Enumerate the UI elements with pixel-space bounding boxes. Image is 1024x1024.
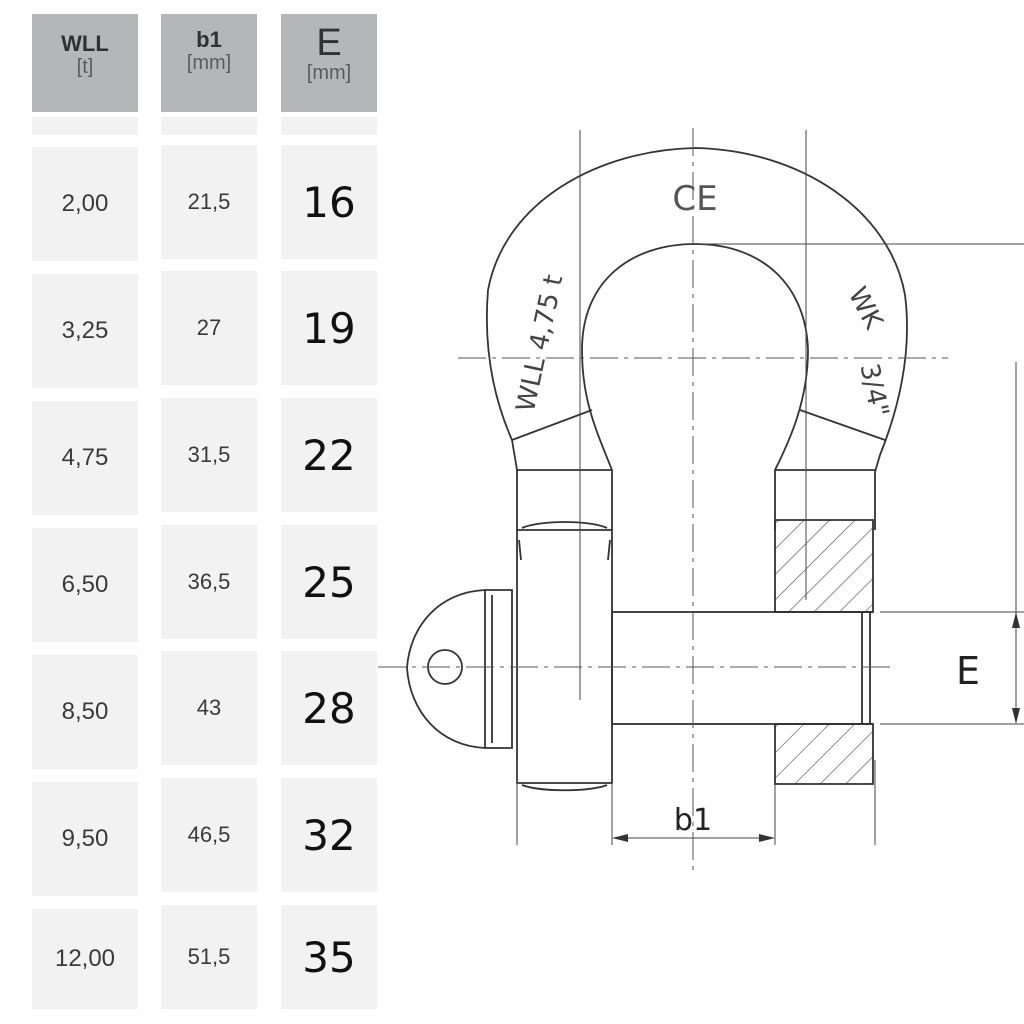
- table-cell-b1: 36,5: [161, 525, 257, 639]
- header-b1-unit: [mm]: [186, 52, 232, 74]
- table-cell-wll: 8,50: [32, 655, 138, 769]
- header-e-label: E: [316, 22, 342, 64]
- table-cell-b1: 21,5: [161, 145, 257, 259]
- table-cell-wll: 2,00: [32, 147, 138, 261]
- ce-mark: CE: [672, 179, 717, 219]
- shackle-pin-head: [406, 589, 513, 749]
- header-spacer: [161, 117, 257, 135]
- wk-marking: WK: [842, 282, 889, 335]
- dimension-label-b1: b1: [674, 803, 712, 838]
- table-cell-wll: 12,00: [32, 909, 138, 1009]
- table-cell-wll: 3,25: [32, 274, 138, 388]
- table-cell-b1: 46,5: [161, 778, 257, 892]
- dimension-arrows: [612, 612, 1020, 842]
- wll-marking: WLL 4,75 t: [511, 272, 569, 414]
- dimension-label-e: E: [956, 649, 980, 693]
- table-cell-wll: 9,50: [32, 782, 138, 896]
- table-cell-e: 32: [281, 778, 377, 892]
- table-cell-b1: 31,5: [161, 398, 257, 512]
- table-cell-e: 19: [281, 271, 377, 385]
- center-lines: [378, 128, 948, 870]
- table-cell-e: 22: [281, 398, 377, 512]
- table-cell-b1: 27: [161, 271, 257, 385]
- shackle-bow: [485, 147, 908, 530]
- header-wll-unit: [t]: [76, 56, 94, 78]
- table-cell-wll: 4,75: [32, 401, 138, 515]
- header-e-unit: [mm]: [306, 62, 352, 84]
- shackle-eye-left: [516, 521, 613, 792]
- table-cell-b1: 51,5: [161, 905, 257, 1009]
- table-cell-e: 35: [281, 905, 377, 1009]
- header-spacer: [32, 117, 138, 135]
- header-wll: WLL [t]: [32, 14, 138, 112]
- shackle-pin: [611, 611, 871, 725]
- header-wll-label: WLL: [61, 31, 109, 56]
- header-e: E [mm]: [281, 14, 377, 112]
- size-marking: 3/4": [854, 361, 895, 420]
- table-cell-wll: 6,50: [32, 528, 138, 642]
- table-cell-e: 25: [281, 525, 377, 639]
- shackle-drawing: b1 E CE WLL 4,75 t WK 3/4": [378, 128, 1024, 870]
- table-cell-e: 28: [281, 651, 377, 765]
- table-cell-b1: 43: [161, 651, 257, 765]
- dimension-lines: [516, 130, 1024, 845]
- header-b1-label: b1: [196, 27, 222, 52]
- header-spacer: [281, 117, 377, 135]
- shackle-ear-right: [774, 519, 874, 785]
- header-b1: b1 [mm]: [161, 14, 257, 112]
- table-cell-e: 16: [281, 145, 377, 259]
